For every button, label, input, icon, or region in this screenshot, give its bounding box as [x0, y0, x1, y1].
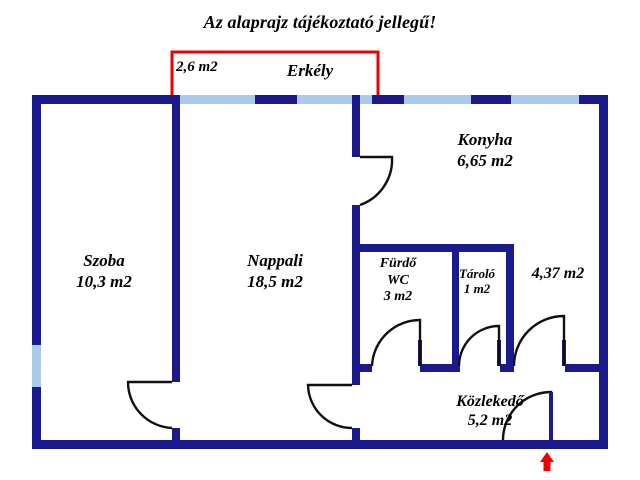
interior-wall-hall-top-seg-1: [352, 364, 372, 372]
interior-wall-konyha-bottom: [352, 244, 514, 252]
exterior-wall-left-lower: [32, 387, 41, 449]
interior-wall-nappali-konyha-upper: [352, 95, 360, 157]
door-jamb-entrance: [549, 392, 553, 440]
interior-wall-hall-top-seg-2: [420, 364, 452, 372]
interior-wall-szoba-nappali-lower: [172, 428, 180, 449]
door-room437: [512, 314, 566, 367]
door-szoba: [126, 380, 173, 430]
exterior-wall-right: [599, 95, 608, 449]
door-nappali-hall: [306, 383, 353, 430]
door-tarolo: [457, 324, 501, 367]
window-left: [32, 345, 41, 387]
interior-wall-furdo-tarolo: [452, 248, 459, 368]
exterior-wall-top-pier-1: [255, 95, 297, 104]
exterior-wall-top-pier-3: [471, 95, 511, 104]
balcony-outline: [170, 50, 380, 100]
window-top-4: [511, 95, 579, 104]
exterior-wall-top-right: [579, 95, 608, 104]
exterior-wall-left-upper: [32, 95, 41, 345]
interior-wall-hall-top-seg-3: [500, 364, 514, 372]
exterior-wall-top-pier-2: [372, 95, 404, 104]
door-entrance: [501, 390, 553, 441]
door-furdo: [370, 318, 422, 367]
page-title: Az alaprajz tájékoztató jellegű!: [203, 12, 437, 32]
interior-wall-nappali-lower: [352, 428, 360, 449]
up-arrow-icon: [540, 452, 554, 471]
interior-wall-szoba-nappali-upper: [172, 95, 180, 382]
window-top-1: [180, 95, 255, 104]
interior-wall-hall-top-pier: [452, 364, 460, 372]
exterior-wall-top-left: [32, 95, 180, 104]
door-konyha: [359, 155, 394, 207]
interior-wall-hall-top-seg-4: [565, 364, 608, 372]
interior-wall-nappali-middle: [352, 205, 360, 385]
exterior-wall-bottom: [32, 440, 608, 449]
window-top-3: [404, 95, 471, 104]
interior-wall-room437-left: [506, 244, 514, 368]
window-top-2: [297, 95, 372, 104]
